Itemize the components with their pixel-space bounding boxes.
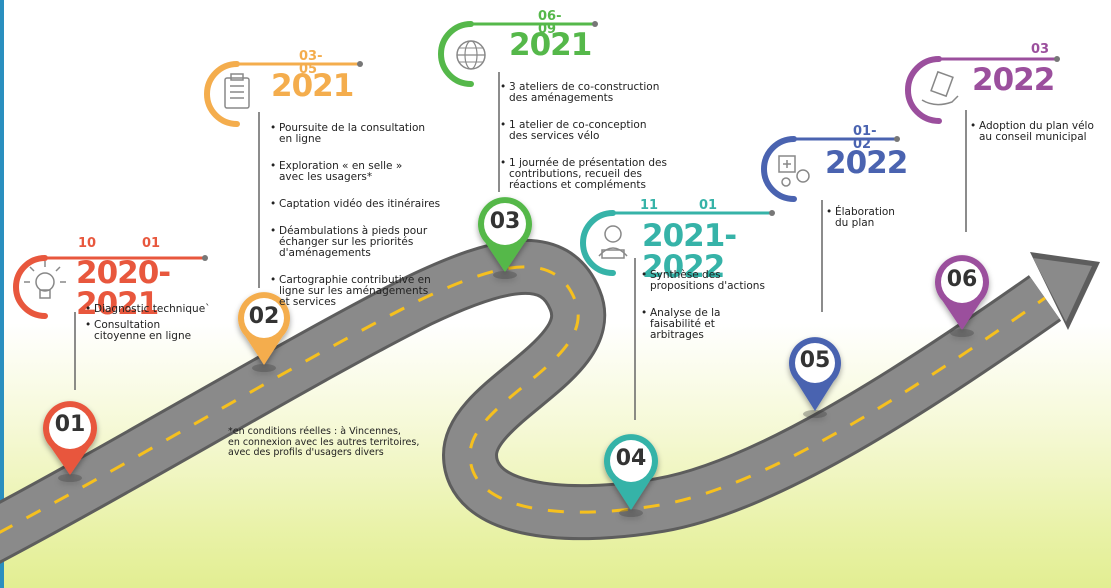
pin-face: [795, 343, 835, 383]
list-item: 1 atelier de co-conception des services …: [500, 120, 715, 142]
step-03-year: 2021: [509, 27, 592, 63]
step-04-month-start: 11: [640, 198, 659, 213]
step-connectors: [74, 72, 967, 420]
step-05-year: 2022: [825, 145, 908, 181]
pin-face: [941, 261, 983, 303]
list-item: Captation vidéo des itinéraires: [270, 199, 470, 211]
pin-face: [49, 407, 91, 449]
step-06-pin: [935, 255, 990, 337]
pin-shadow: [58, 474, 82, 482]
pin-shadow: [803, 410, 827, 418]
road-center-line: [0, 265, 1046, 534]
step-04-number: 04: [615, 446, 647, 471]
step-05-bracket-arc: [761, 136, 797, 202]
step-02-bracket-arc: [204, 61, 240, 127]
list-item: Élaboration du plan: [826, 207, 936, 229]
analysis-icon: [778, 155, 810, 187]
step-04-month-end: 01: [699, 198, 718, 213]
step-01-number: 01: [54, 412, 86, 437]
step-02-months: 03-05: [299, 49, 323, 77]
pin-shadow: [493, 271, 517, 279]
step-icons: [24, 40, 959, 299]
step-06-bracket-dot: [1054, 56, 1060, 62]
lightbulb-icon: [24, 261, 66, 299]
step-02-bracket-dot: [357, 61, 363, 67]
pin-shadow: [252, 364, 276, 372]
list-item: Diagnostic technique`: [85, 304, 255, 316]
step-05-list: Élaboration du plan: [826, 196, 936, 245]
step-05-months: 01-02: [853, 124, 877, 152]
step-02-number: 02: [248, 304, 280, 329]
step-03-months: 06-09: [538, 9, 562, 37]
step-03-pin: [478, 197, 533, 279]
step-01-month-end: 01: [142, 236, 161, 251]
footnote-line: en connexion avec les autres territoires…: [228, 436, 420, 448]
step-brackets: [13, 21, 1060, 319]
step-04-list: Synthèse des propositions d'actions Anal…: [641, 259, 791, 357]
hand-document-icon: [921, 70, 959, 106]
list-item: 1 journée de présentation des contributi…: [500, 158, 715, 191]
person-laptop-icon: [598, 225, 628, 259]
list-item: Adoption du plan vélo au conseil municip…: [970, 121, 1110, 143]
step-06-months: 03: [1031, 42, 1050, 57]
step-04-bracket-arc: [580, 210, 616, 276]
globe-icon: [456, 40, 486, 70]
step-01-month-start: 10: [78, 236, 97, 251]
step-03-number: 03: [489, 209, 521, 234]
step-05-bracket-dot: [894, 136, 900, 142]
step-06-year: 2022: [972, 62, 1055, 98]
footnote-line: avec des profils d'usagers divers: [228, 447, 384, 458]
step-03-bracket-arc: [438, 21, 474, 87]
list-item: 3 ateliers de co-construction des aménag…: [500, 82, 715, 104]
winding-road: [0, 238, 1100, 564]
step-05-pin: [789, 337, 842, 418]
step-03-bracket-dot: [592, 21, 598, 27]
clipboard-icon: [224, 73, 250, 109]
list-item: Synthèse des propositions d'actions: [641, 270, 791, 292]
pin-face: [610, 440, 652, 482]
step-06-bracket-arc: [905, 56, 942, 124]
step-06-number: 06: [946, 267, 978, 292]
step-06-list: Adoption du plan vélo au conseil municip…: [970, 110, 1110, 159]
footnote: *en conditions réelles : à Vincennes, en…: [228, 426, 420, 459]
footnote-line: *en conditions réelles : à Vincennes,: [228, 426, 401, 437]
list-item: Déambulations à pieds pour échanger sur …: [270, 226, 470, 259]
road-arrow-head-face: [1033, 258, 1092, 322]
list-item: Analyse de la faisabilité et arbitrages: [641, 308, 791, 341]
list-item: Cartographie contributive en ligne sur l…: [270, 275, 470, 308]
pin-face: [484, 203, 526, 245]
left-edge-stripe: [0, 0, 4, 588]
pin-shadow: [619, 509, 643, 517]
step-04-bracket-dot: [769, 210, 775, 216]
step-02-list: Poursuite de la consultation en ligne Ex…: [270, 112, 470, 324]
list-item: Exploration « en selle » avec les usager…: [270, 161, 470, 183]
step-04-pin: [603, 434, 658, 517]
step-02-year: 2021: [271, 68, 354, 104]
list-item: Poursuite de la consultation en ligne: [270, 123, 470, 145]
step-05-number: 05: [799, 348, 831, 373]
pin-shadow: [950, 329, 974, 337]
step-01-pin: [43, 401, 97, 482]
step-03-list: 3 ateliers de co-construction des aménag…: [500, 71, 715, 207]
step-01-bracket-dot: [202, 255, 208, 261]
list-item: Consultation citoyenne en ligne: [85, 320, 255, 342]
step-01-bracket-arc: [13, 255, 48, 319]
step-01-list: Diagnostic technique` Consultation citoy…: [85, 304, 255, 347]
